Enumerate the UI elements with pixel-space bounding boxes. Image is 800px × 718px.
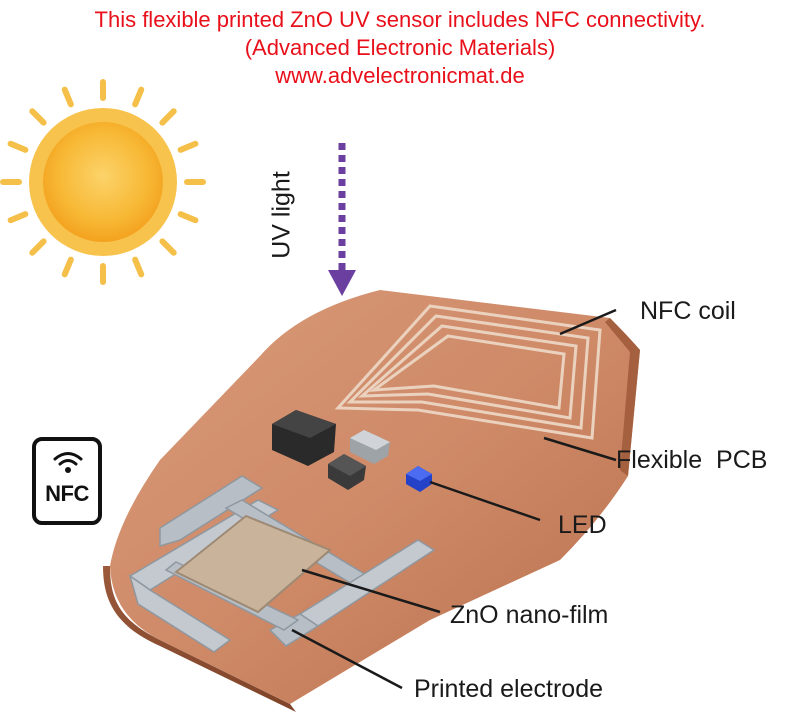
caption-line-1: This flexible printed ZnO UV sensor incl… bbox=[94, 7, 706, 32]
sun-ray bbox=[132, 86, 145, 108]
leader-lines bbox=[291, 308, 617, 690]
sun-ray bbox=[159, 238, 177, 256]
label-printed-electrode: Printed electrode bbox=[414, 675, 604, 703]
sun-icon bbox=[0, 79, 206, 285]
chip-grey bbox=[350, 430, 390, 464]
leader-nfc-coil bbox=[559, 308, 617, 336]
nfc-coil bbox=[334, 304, 602, 440]
nfc-badge-text: NFC bbox=[45, 481, 89, 506]
leader-electrode bbox=[291, 628, 403, 690]
leader-led bbox=[429, 480, 541, 522]
sun-ray bbox=[177, 211, 199, 224]
leader-zno bbox=[301, 568, 441, 614]
uv-light-label: UV light bbox=[267, 171, 296, 259]
label-nfc-coil: NFC coil bbox=[640, 297, 736, 325]
caption-line-2: (Advanced Electronic Materials) bbox=[244, 35, 556, 60]
sun-ray bbox=[29, 238, 47, 256]
zno-nano-film bbox=[174, 514, 332, 614]
nfc-icon: NFC bbox=[32, 437, 102, 525]
label-zno-nano-film: ZnO nano-film bbox=[450, 601, 609, 629]
sun-ray bbox=[29, 108, 47, 126]
sun-ray bbox=[132, 256, 145, 278]
caption: This flexible printed ZnO UV sensor incl… bbox=[0, 6, 800, 90]
wifi-icon bbox=[53, 452, 83, 473]
sun-ray bbox=[177, 140, 199, 153]
sun-ray bbox=[159, 108, 177, 126]
label-led: LED bbox=[558, 511, 607, 539]
sun-ray bbox=[61, 86, 74, 108]
led bbox=[406, 466, 432, 492]
leader-pcb bbox=[543, 436, 617, 462]
caption-line-3: www.advelectronicmat.de bbox=[275, 63, 525, 88]
chip-small bbox=[328, 454, 366, 490]
sun-ray bbox=[7, 211, 29, 224]
sun-ray bbox=[61, 256, 74, 278]
sun-ray bbox=[7, 140, 29, 153]
chip-large bbox=[272, 410, 336, 466]
uv-arrow bbox=[328, 143, 356, 296]
label-flexible-pcb: Flexible PCB bbox=[616, 446, 768, 474]
